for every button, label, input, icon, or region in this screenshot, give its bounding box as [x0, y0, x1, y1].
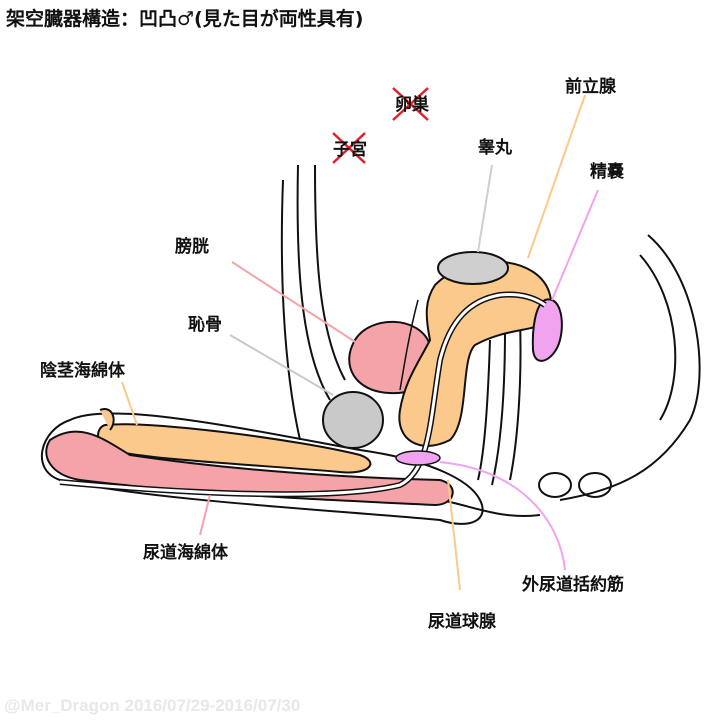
label-pubic-bone: 恥骨	[188, 315, 222, 335]
label-uterus: 子宮	[333, 140, 367, 160]
cross-marks	[332, 87, 429, 164]
label-bulbourethral-gland: 尿道球腺	[428, 612, 496, 632]
watermark: @Mer_Dragon 2016/07/29-2016/07/30	[4, 696, 301, 715]
label-bladder: 膀胱	[175, 237, 209, 257]
body-outline	[41, 164, 701, 525]
pubic-bone-shape	[322, 391, 384, 449]
label-seminal-vesicle: 精嚢	[590, 162, 624, 182]
label-ovary: 卵巣	[395, 95, 429, 115]
page-title: 架空臓器構造：凹凸♂(見た目が両性具有)	[6, 8, 364, 30]
label-testis: 睾丸	[478, 138, 512, 158]
label-external-urethral-sphincter: 外尿道括約筋	[522, 575, 624, 595]
label-corpus-spongiosum: 尿道海綿体	[143, 543, 228, 563]
label-prostate: 前立腺	[565, 77, 616, 97]
seminal-vesicle-shape	[531, 298, 563, 362]
sphincter-shape	[395, 450, 441, 466]
label-corpus-cavernosum: 陰茎海綿体	[40, 361, 125, 381]
testis-shape	[437, 251, 509, 285]
leader-lines	[121, 94, 599, 591]
prostate-shape	[398, 260, 553, 447]
